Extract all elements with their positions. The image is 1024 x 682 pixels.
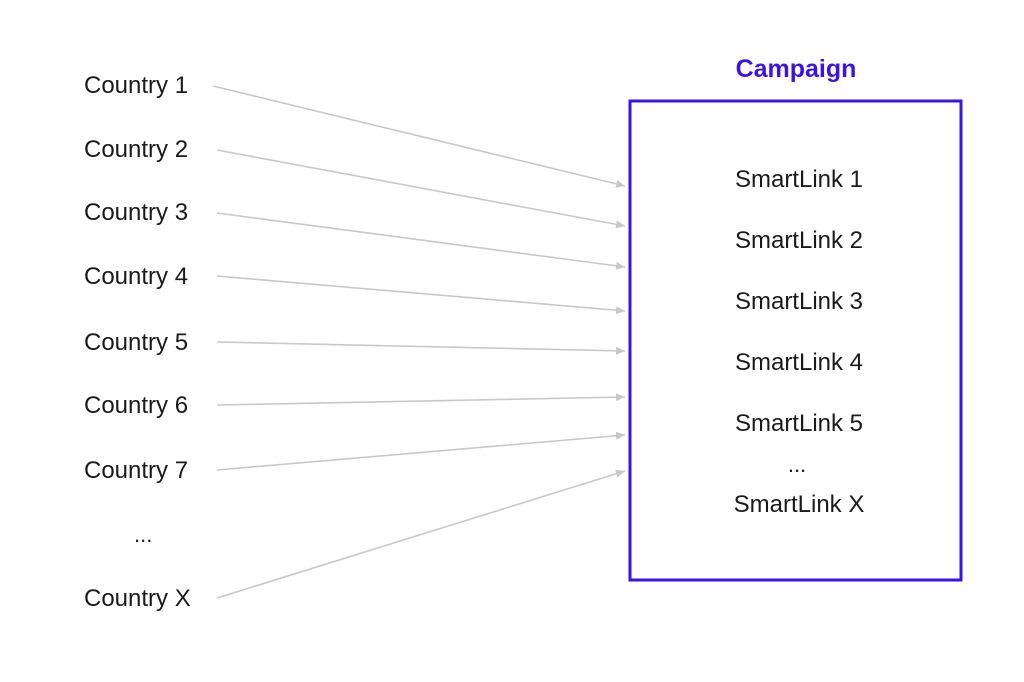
country-label-6: Country 6: [84, 392, 188, 419]
country-label-4: Country 4: [84, 263, 188, 290]
arrow-country-3: [216, 212, 626, 270]
arrow-country-7: [216, 431, 626, 471]
arrow-country-x: [216, 469, 626, 599]
arrow-country-5: [216, 341, 626, 355]
campaign-box: [628, 99, 963, 582]
country-label-2: Country 2: [84, 136, 188, 163]
smartlink-label-x: SmartLink X: [734, 491, 865, 518]
arrow-country-1: [212, 85, 626, 188]
smartlink-label-5: SmartLink 5: [735, 410, 863, 437]
arrow-country-2: [216, 149, 626, 229]
country-label-1: Country 1: [84, 72, 188, 99]
country-label-3: Country 3: [84, 199, 188, 226]
country-label-5: Country 5: [84, 329, 188, 356]
smartlink-label-2: SmartLink 2: [735, 227, 863, 254]
connection-arrows: [212, 85, 626, 599]
country-label-7: Country 7: [84, 457, 188, 484]
campaign-group: Campaign SmartLink 1 SmartLink 2 SmartLi…: [628, 55, 963, 582]
country-list: Country 1 Country 2 Country 3 Country 4 …: [84, 72, 191, 612]
arrow-country-4: [216, 275, 626, 315]
smartlink-label-4: SmartLink 4: [735, 349, 863, 376]
smartlink-ellipsis: ...: [788, 452, 806, 477]
smartlink-label-1: SmartLink 1: [735, 166, 863, 193]
country-ellipsis: ...: [134, 522, 152, 547]
country-label-x: Country X: [84, 585, 191, 612]
arrow-country-6: [216, 393, 626, 406]
smartlink-label-3: SmartLink 3: [735, 288, 863, 315]
campaign-title: Campaign: [736, 55, 857, 83]
